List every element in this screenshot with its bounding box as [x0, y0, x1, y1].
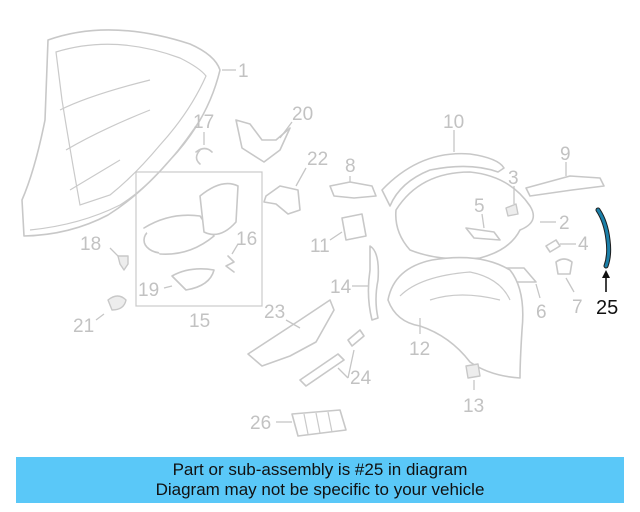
callout-20: 20 [292, 104, 313, 125]
leader-22 [295, 167, 307, 187]
part-10-molding [381, 152, 505, 207]
leader-7 [565, 277, 575, 293]
callout-10: 10 [443, 112, 464, 133]
part-12-ribs [399, 271, 511, 301]
arrow-25 [602, 270, 610, 278]
banner-line-2: Diagram may not be specific to your vehi… [155, 480, 485, 499]
part-16-spring [225, 255, 235, 273]
leader-21 [95, 313, 105, 321]
part-17-clip [195, 147, 213, 165]
callout-4: 4 [578, 234, 589, 255]
part-1-quarter-panel [21, 29, 221, 237]
callout-7: 7 [572, 297, 583, 318]
callout-22: 22 [307, 149, 328, 170]
part-18-grommet [117, 255, 129, 271]
leader-11 [329, 231, 343, 241]
callout-12: 12 [409, 339, 430, 360]
part-25-highlighted [595, 207, 612, 269]
part-4-clip [545, 239, 561, 253]
part-14-strip [367, 245, 380, 321]
part-26-slats [303, 411, 333, 435]
callout-11: 11 [310, 236, 330, 257]
part-7-push-pin [555, 258, 573, 275]
part-11-cover [341, 213, 367, 241]
leader-23 [285, 319, 301, 329]
part-20-bracket [235, 119, 291, 163]
callout-14: 14 [330, 277, 352, 298]
leader-5 [481, 213, 485, 229]
callout-9: 9 [560, 144, 571, 165]
callout-13: 13 [463, 396, 484, 417]
callout-5: 5 [474, 196, 485, 217]
leader-6 [535, 283, 541, 299]
callout-16: 16 [236, 229, 257, 250]
leader-18 [109, 247, 119, 257]
part-8-bracket [329, 181, 377, 199]
part-9-rail [525, 175, 605, 197]
callout-17: 17 [193, 112, 214, 133]
callout-23: 23 [264, 302, 285, 323]
part-19-housing [171, 268, 215, 291]
callout-21: 21 [73, 316, 94, 337]
part-21-plug [107, 295, 127, 311]
part-23-bracket [247, 299, 335, 367]
leader-19 [163, 285, 173, 289]
leader-20 [279, 121, 293, 139]
part-24-rod-a [299, 353, 345, 387]
part-13-clip [465, 363, 481, 379]
callout-6: 6 [536, 302, 547, 323]
part-fuel-door [143, 182, 239, 255]
part-5-seal [465, 227, 501, 241]
part-12-liner [387, 256, 524, 379]
callout-2: 2 [559, 213, 570, 234]
callout-15: 15 [189, 311, 210, 332]
callout-8: 8 [345, 156, 356, 177]
leader-16 [231, 243, 239, 255]
callout-1: 1 [238, 61, 249, 82]
part-24-rod-b [347, 329, 365, 347]
callout-18: 18 [80, 234, 101, 255]
callout-19: 19 [138, 280, 159, 301]
info-banner: Part or sub-assembly is #25 in diagram D… [16, 457, 624, 503]
callout-25: 25 [596, 297, 618, 319]
callout-24: 24 [350, 368, 372, 389]
callout-3: 3 [508, 168, 519, 189]
callout-26: 26 [250, 413, 271, 434]
part-3-clip [505, 203, 519, 217]
parts-diagram: 1 17 20 22 16 19 15 18 21 8 11 10 2 [21, 29, 618, 437]
part-22-actuator [263, 185, 301, 215]
part-26-vent [291, 409, 347, 437]
banner-line-1: Part or sub-assembly is #25 in diagram [172, 460, 468, 479]
leader-24b [347, 349, 355, 379]
leader-24a [337, 367, 349, 379]
fuel-door-group-box [135, 171, 263, 307]
